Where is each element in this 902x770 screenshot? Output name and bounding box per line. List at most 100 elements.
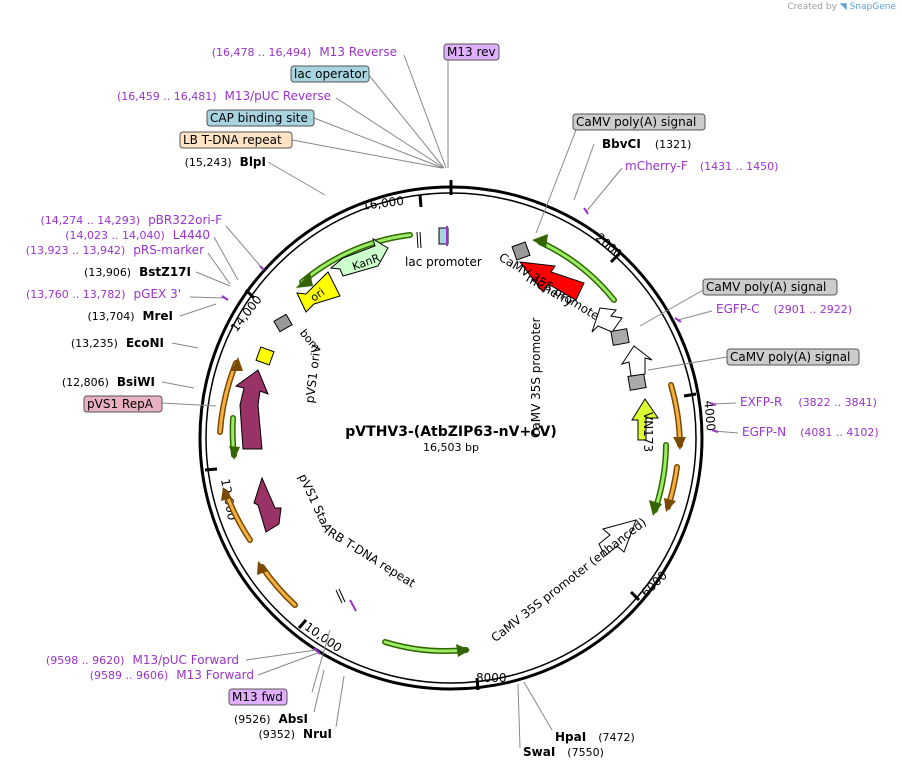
primer-m13puc-reverse: (16,459 .. 16,481)M13/pUC Reverse <box>117 89 331 103</box>
tick-mark-16000 <box>418 194 423 208</box>
mcherry-arc-fill <box>538 240 616 302</box>
camv-polya-box-2 <box>702 278 838 296</box>
leader-l4440 <box>213 236 239 281</box>
kanr-arc-arrowhead <box>296 272 313 288</box>
tick-mark-12000 <box>204 467 218 472</box>
tick-label-4000: 4000 <box>701 400 718 432</box>
orange-arrowhead-1 <box>231 357 243 371</box>
tick-mark-8000 <box>475 677 480 691</box>
enzyme-bbvci: BbvCI(1321) <box>602 137 691 151</box>
leader-lac-operator <box>367 73 445 169</box>
camv35s-box-1 <box>610 328 630 346</box>
primer-pgex3: (13,760 .. 13,782)pGEX 3' <box>26 287 181 301</box>
tick-label-6000: 6000 <box>639 568 670 599</box>
kanr-arrow <box>329 237 389 277</box>
lac-promoter-label: lac promoter <box>405 255 482 269</box>
lac-operator-label: lac operator <box>294 67 367 81</box>
primer-mark-m13puc-fwd <box>313 647 321 655</box>
snapgene-logo-icon: ◥ <box>839 2 847 12</box>
lac-mark-2 <box>419 231 422 249</box>
pvs1-oriv-label: pVS1 oriV <box>303 343 324 404</box>
kanr-arc-fill <box>300 233 412 284</box>
primer-m13-forward: (9589 .. 9606)M13 Forward <box>90 668 254 682</box>
primer-egfp-c: EGFP-C(2901 .. 2922) <box>716 302 852 316</box>
leader-swai <box>517 683 521 749</box>
enzyme-bsiwi: (12,806)BsiWI <box>62 375 155 389</box>
leader-nrui <box>335 675 345 728</box>
pvs1-staa-label: pVS1 StaA <box>296 472 336 536</box>
camv35s-enhanced-label: CaMV 35S promoter (enhanced) <box>488 515 649 645</box>
leader-blpi <box>267 161 326 196</box>
primer-prs-marker: (13,923 .. 13,942)pRS-marker <box>26 243 204 257</box>
vn173-label: VN173 <box>641 412 655 452</box>
rb-repeat-mark-2 <box>338 588 346 603</box>
camv-polya-box-3 <box>726 348 860 366</box>
primer-m13puc-forward: (9598 .. 9620)M13/pUC Forward <box>46 653 239 667</box>
tick-mark-2000 <box>609 251 622 264</box>
lac-operator-box-label <box>290 65 370 83</box>
leader-m13-reverse <box>403 54 447 169</box>
leader-hpai <box>523 681 553 731</box>
rb-repeat-label: RB T-DNA repeat <box>325 525 418 590</box>
leader-m13-fwd-box <box>311 629 331 693</box>
primer-mark-egfp-n <box>711 429 719 433</box>
enzyme-absi: (9526)AbsI <box>234 712 308 726</box>
primer-mark-exfp-r <box>709 402 717 406</box>
leader-bsiwi <box>161 381 195 389</box>
leader-prs-marker <box>207 252 231 285</box>
leader-cap-site <box>313 117 444 169</box>
cap-site-box <box>206 109 315 127</box>
tick-label-16000: 16,000 <box>361 194 404 213</box>
pvs1-yellow-box <box>255 346 275 366</box>
primer-l4440: (14,023 .. 14,040)L4440 <box>65 228 210 242</box>
camv-polya-label-3: CaMV poly(A) signal <box>730 350 850 364</box>
tick-label-2000: 2000 <box>593 230 625 261</box>
bom-box <box>273 313 293 333</box>
leader-bstz17i <box>195 271 231 287</box>
mcherry-arc-arrowhead <box>532 234 548 248</box>
leader-m13puc-reverse <box>335 97 445 169</box>
enzyme-mrei: (13,704)MreI <box>87 309 173 323</box>
leader-pbr322ori <box>225 225 263 269</box>
leader-exfp-r <box>711 402 737 405</box>
plasmid-name: pVTHV3-(AtbZIP63-nV+cV) <box>345 424 556 440</box>
tick-mark-10000 <box>297 619 308 629</box>
pvs1-staa-arrow <box>253 476 282 533</box>
pvs1-oriv-arrow <box>234 369 269 450</box>
mcherry-arrow <box>518 261 585 301</box>
leader-pgex3 <box>189 296 227 299</box>
primer-mark-pbr322ori <box>259 265 265 271</box>
camv35s-enhanced-arrow <box>598 519 637 557</box>
rb-repeat-mark-1 <box>335 589 343 604</box>
primer-egfp-n: EGFP-N(4081 .. 4102) <box>742 425 879 439</box>
credit-brand: SnapGene <box>849 2 896 12</box>
mcherry-gray-box <box>511 241 531 261</box>
enzyme-hpai: HpaI(7472) <box>555 730 635 744</box>
primer-mark-pgex3 <box>221 295 229 301</box>
enzyme-swai: SwaI(7550) <box>523 745 604 759</box>
tick-mark-14000 <box>244 288 256 300</box>
primer-m13-reverse: (16,478 .. 16,494)M13 Reverse <box>212 45 397 59</box>
camv35s-hollow-arrow-2 <box>620 345 653 377</box>
m13-rev-box <box>443 43 500 61</box>
leader-mrei <box>179 303 217 317</box>
leader-econi <box>171 342 199 349</box>
lac-mark-1 <box>416 231 419 249</box>
pvs1-repa-box <box>83 395 163 413</box>
leader-pvs1-repa <box>161 402 217 407</box>
leader-camv-polya-2 <box>639 288 706 327</box>
ori-arrow <box>296 271 341 313</box>
lb-repeat-box <box>179 131 293 149</box>
primer-pbr322ori-f: (14,274 .. 14,293)pBR322ori-F <box>41 213 223 227</box>
orange-arrowhead-4 <box>673 437 686 450</box>
enzyme-bstz17i: (13,906)BstZ17I <box>84 265 191 279</box>
camv-polya-box-1 <box>572 113 706 131</box>
vn173-arrow <box>631 398 659 441</box>
cap-site-label: CAP binding site <box>210 111 308 125</box>
orange-arrowhead-2 <box>221 487 232 501</box>
m13-rev-label: M13 rev <box>447 45 496 59</box>
rb-primer-mark <box>349 599 357 612</box>
leader-mcherry-f <box>585 167 623 213</box>
plasmid-length: 16,503 bp <box>423 441 479 454</box>
